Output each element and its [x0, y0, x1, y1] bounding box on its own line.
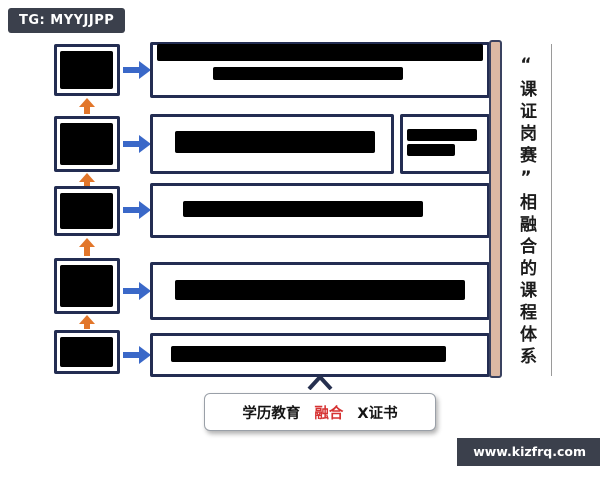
redacted-text — [60, 337, 113, 367]
fusion-label-box: 学历教育 融合 X证书 — [204, 393, 436, 431]
arrow-head — [79, 315, 95, 324]
redacted-text — [213, 67, 403, 80]
arrow-stem — [84, 180, 90, 186]
redacted-text — [60, 51, 113, 89]
up-arrow-icon — [79, 315, 95, 329]
arrow-head — [79, 238, 95, 247]
content-box-4 — [150, 262, 490, 320]
up-arrow-icon — [79, 238, 95, 256]
education-label: 学历教育 — [242, 405, 301, 422]
redacted-text — [60, 193, 113, 229]
arrow-stem — [84, 322, 90, 329]
redacted-text — [407, 144, 455, 156]
up-chevron-icon — [307, 375, 333, 390]
tg-badge: TG: MYYJJPP — [8, 8, 126, 33]
right-arrow-icon — [123, 282, 151, 300]
up-arrow-icon — [79, 98, 95, 114]
vertical-title: “课证岗赛”相融合的课程体系 — [516, 55, 536, 369]
right-arrow-icon — [123, 346, 151, 364]
curriculum-spine — [489, 40, 502, 378]
redacted-text — [183, 201, 423, 217]
stage-box-4 — [54, 258, 120, 314]
fusion-label: 融合 — [314, 405, 344, 422]
site-watermark: www.kizfrq.com — [457, 438, 600, 466]
stage-box-1 — [54, 44, 120, 96]
arrow-stem — [84, 105, 90, 114]
content-box-1 — [150, 42, 490, 98]
redacted-text — [407, 129, 477, 141]
right-arrow-icon — [123, 61, 151, 79]
arrow-head — [79, 98, 95, 107]
certificate-label: X证书 — [357, 405, 398, 422]
up-arrow-icon — [79, 173, 95, 186]
redacted-text — [175, 131, 375, 153]
right-arrow-icon — [123, 135, 151, 153]
redacted-text — [60, 123, 113, 165]
content-box-2 — [150, 114, 394, 174]
content-box-5 — [150, 333, 490, 377]
content-box-2b — [400, 114, 490, 174]
stage-box-5 — [54, 330, 120, 374]
content-box-3 — [150, 183, 490, 238]
stage-box-3 — [54, 186, 120, 236]
arrow-head — [79, 173, 95, 182]
redacted-text — [157, 44, 483, 61]
redacted-text — [171, 346, 446, 362]
arrow-stem — [84, 245, 90, 256]
redacted-text — [60, 265, 113, 307]
right-arrow-icon — [123, 201, 151, 219]
redacted-text — [175, 280, 465, 300]
vertical-divider — [551, 44, 552, 376]
stage-box-2 — [54, 116, 120, 172]
